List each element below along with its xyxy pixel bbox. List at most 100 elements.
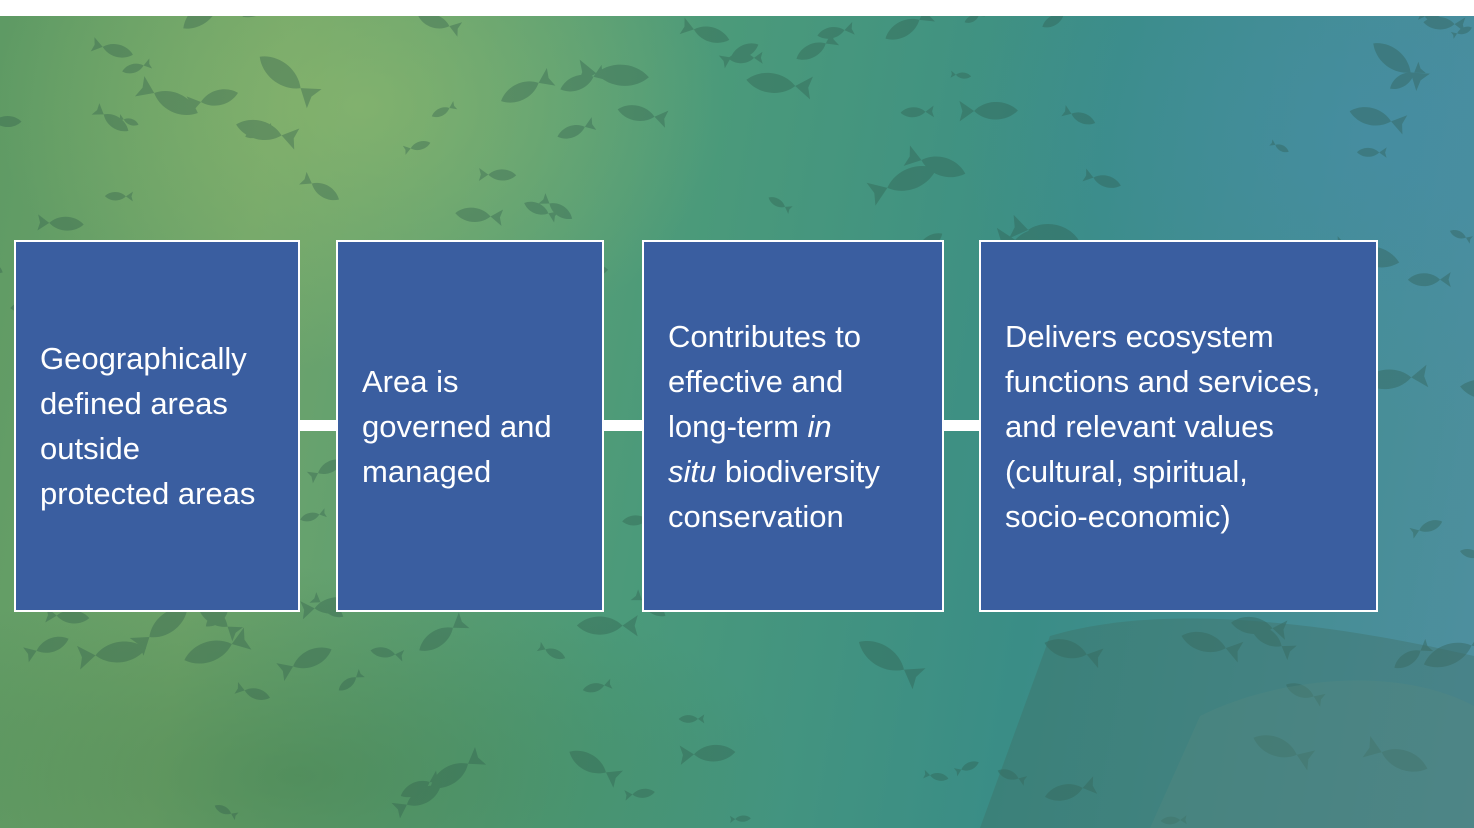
fish-silhouette [1250, 625, 1297, 661]
fish-silhouette [370, 647, 405, 662]
fish-silhouette [866, 165, 937, 206]
step-4-line: socio-economic) [1005, 498, 1231, 534]
fish-silhouette [242, 16, 292, 18]
fish-silhouette [1449, 230, 1473, 244]
fish-silhouette [679, 744, 736, 765]
step-4-line: functions and services, [1005, 363, 1321, 399]
fish-silhouette [817, 22, 855, 39]
fish-silhouette [300, 508, 327, 522]
fish-silhouette [1357, 147, 1387, 158]
fish-silhouette [90, 37, 133, 58]
fish-silhouette [23, 636, 69, 663]
fish-silhouette [186, 89, 238, 114]
fish-silhouette [1181, 632, 1244, 663]
fish-silhouette [557, 117, 597, 139]
step-text-4: Delivers ecosystem functions and service… [1005, 314, 1364, 539]
fish-silhouette [524, 201, 559, 223]
fish-silhouette [1286, 683, 1326, 707]
fish-silhouette [560, 64, 608, 92]
fish-silhouette [997, 769, 1028, 786]
fish-silhouette [1394, 638, 1434, 669]
fish-silhouette [418, 16, 463, 37]
step-text-1: Geographically defined areas outside pro… [40, 336, 286, 516]
fish-silhouette [122, 58, 153, 74]
fish-silhouette [1417, 16, 1444, 23]
fish-silhouette [1253, 735, 1316, 771]
fish-silhouette [184, 627, 252, 664]
fish-silhouette [234, 681, 270, 700]
step-1-line: protected areas [40, 476, 256, 511]
fish-silhouette [134, 76, 198, 115]
fish-silhouette [964, 16, 985, 23]
fish-silhouette [622, 513, 656, 526]
fish-silhouette [245, 122, 275, 139]
fish-silhouette [617, 105, 669, 128]
fish-silhouette [569, 750, 623, 788]
fish-silhouette [400, 770, 443, 798]
fish-silhouette [746, 72, 813, 100]
fish-silhouette [1460, 549, 1474, 563]
step-4-line: (cultural, spiritual, [1005, 453, 1248, 489]
fish-silhouette [478, 167, 517, 181]
fish-silhouette [431, 101, 458, 118]
slide-background: Geographically defined areas outside pro… [0, 16, 1474, 828]
fish-silhouette [129, 607, 188, 656]
fish-silhouette [306, 459, 343, 484]
fish-silhouette [117, 114, 139, 126]
fish-silhouette [37, 214, 84, 231]
fish-silhouette [391, 785, 441, 819]
fish-silhouette [455, 207, 504, 226]
fish-silhouette [903, 145, 966, 178]
step-4-line: and relevant values [1005, 408, 1274, 444]
step-box-ecosystem-functions: Delivers ecosystem functions and service… [979, 240, 1378, 612]
connector-line-3 [944, 420, 979, 431]
fish-silhouette [923, 769, 949, 781]
fish-silhouette [885, 16, 936, 40]
fish-silhouette [577, 59, 649, 86]
step-2-line: managed [362, 453, 492, 489]
fish-silhouette [582, 678, 613, 693]
fish-silhouette [104, 191, 133, 202]
fish-silhouette [679, 17, 730, 43]
fish-silhouette [259, 56, 322, 109]
fish-silhouette [1160, 815, 1187, 825]
step-3-text: biodiversity [716, 453, 880, 489]
step-box-governed-managed: Area is governed and managed [336, 240, 604, 612]
fish-silhouette [796, 31, 840, 60]
connector-line-2 [604, 420, 642, 431]
fish-silhouette [718, 43, 759, 69]
fish-silhouette [0, 114, 22, 128]
step-box-biodiversity-conservation: Contributes to effective and long-term i… [642, 240, 944, 612]
fish-silhouette [0, 250, 3, 274]
fish-silhouette [1009, 214, 1079, 246]
fish-silhouette [959, 100, 1018, 122]
fish-silhouette [1407, 272, 1451, 288]
step-3-line: effective and [668, 363, 844, 399]
step-3-italic-text: in [807, 408, 832, 444]
fish-silhouette [299, 171, 339, 201]
fish-silhouette [197, 603, 243, 642]
fish-silhouette [1061, 105, 1096, 125]
step-text-2: Area is governed and managed [362, 359, 590, 494]
step-3-line: conservation [668, 498, 844, 534]
fish-silhouette [1450, 26, 1472, 39]
fish-silhouette [402, 141, 431, 155]
fish-silhouette [1373, 43, 1430, 92]
fish-silhouette [91, 103, 129, 132]
fish-silhouette [1362, 364, 1429, 389]
step-3-line: Contributes to [668, 318, 861, 354]
fish-silhouette [1082, 168, 1121, 188]
fish-silhouette [1042, 16, 1074, 28]
fish-silhouette [728, 51, 763, 64]
fish-silhouette [276, 647, 332, 682]
fish-silhouette [501, 68, 556, 103]
step-text-3: Contributes to effective and long-term i… [668, 314, 930, 539]
step-1-line: outside [40, 431, 140, 466]
fish-silhouette [1269, 139, 1289, 153]
fish-silhouette [1460, 379, 1474, 406]
fish-silhouette [309, 592, 344, 618]
fish-silhouette [576, 615, 638, 637]
fish-silhouette [1362, 735, 1428, 772]
step-3-text: long-term [668, 408, 808, 444]
fish-silhouette [953, 761, 979, 777]
